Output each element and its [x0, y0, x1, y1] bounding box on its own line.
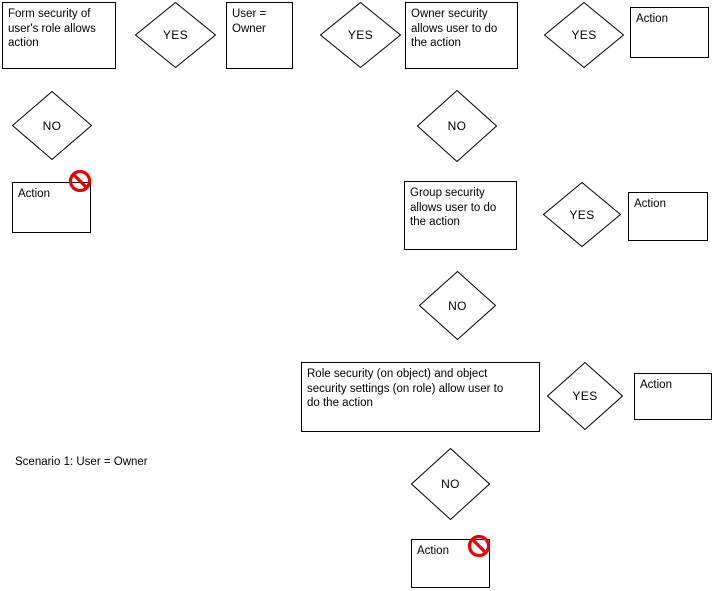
action-box-action-3[interactable]: Action [628, 192, 708, 241]
decision-label: YES [347, 28, 374, 42]
decision-label: YES [162, 28, 189, 42]
diamond-outline [419, 271, 496, 340]
decision-label: NO [441, 477, 460, 491]
diamond-outline [411, 448, 490, 520]
decision-decision-no-1[interactable]: NO [12, 91, 92, 160]
decision-decision-yes-2[interactable]: YES [320, 2, 401, 68]
process-box-form-security[interactable]: Form security of user's role allows acti… [2, 2, 116, 69]
process-box-group-security[interactable]: Group security allows user to do the act… [404, 181, 517, 250]
diamond-outline [320, 2, 401, 68]
diamond-outline [544, 2, 624, 68]
process-box-user-equals-owner[interactable]: User = Owner [226, 2, 293, 69]
decision-decision-no-4[interactable]: NO [411, 448, 490, 520]
decision-decision-yes-4[interactable]: YES [543, 182, 621, 247]
decision-decision-no-2[interactable]: NO [417, 90, 497, 162]
action-box-action-1[interactable]: Action [630, 7, 709, 58]
diamond-outline [543, 182, 621, 247]
diamond-outline [417, 90, 497, 162]
diamond-outline [12, 91, 92, 160]
action-box-action-4[interactable]: Action [634, 373, 712, 420]
decision-label: NO [447, 119, 467, 133]
diamond-outline [135, 2, 216, 68]
decision-decision-yes-3[interactable]: YES [544, 2, 624, 68]
decision-label: NO [448, 298, 467, 313]
decision-label: YES [569, 207, 595, 222]
diamond-outline [547, 362, 623, 430]
decision-label: YES [571, 28, 597, 42]
prohibited-icon [67, 168, 93, 194]
decision-decision-yes-5[interactable]: YES [547, 362, 623, 430]
decision-label: NO [42, 118, 62, 133]
decision-label: YES [572, 389, 598, 403]
decision-decision-no-3[interactable]: NO [419, 271, 496, 340]
diagram-caption: Scenario 1: User = Owner [15, 456, 148, 468]
action-box-action-5-denied[interactable]: Action [411, 539, 490, 588]
prohibited-icon [466, 533, 492, 559]
process-box-owner-security[interactable]: Owner security allows user to do the act… [405, 2, 518, 69]
decision-decision-yes-1[interactable]: YES [135, 2, 216, 68]
process-box-role-security[interactable]: Role security (on object) and object sec… [301, 362, 540, 432]
